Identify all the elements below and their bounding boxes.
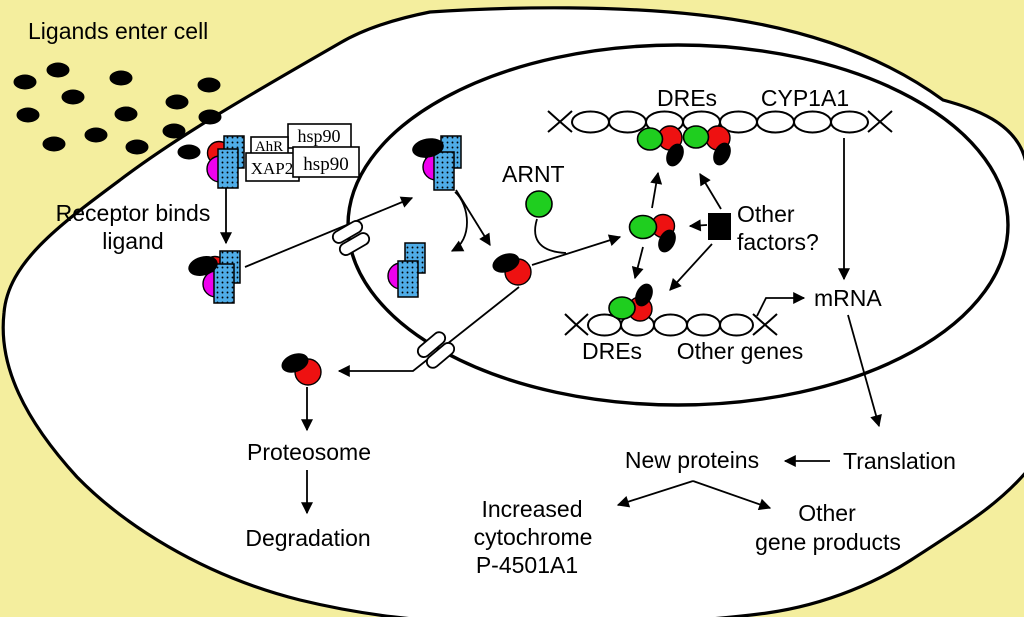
- ligand-oval: [125, 139, 149, 155]
- dres-top-label: DREs: [657, 85, 717, 111]
- ligand-oval: [16, 107, 40, 123]
- ligand-oval: [177, 144, 201, 160]
- arrow-dimer-to-dres-bottom: [631, 246, 644, 280]
- ligand-oval: [13, 74, 37, 90]
- dre-bound-complex-1: [636, 125, 684, 167]
- ligand-oval: [197, 77, 221, 93]
- arrow-to-dimer: [531, 234, 622, 266]
- ahr-arnt-dimer: [628, 213, 676, 253]
- arnt-label: ARNT: [502, 161, 565, 187]
- arrow-to-other-products: [692, 480, 772, 511]
- arrow-transcription-mrna: [756, 292, 806, 317]
- ligand-oval: [42, 136, 66, 152]
- ahr-complex-ligand-bound: [188, 250, 241, 304]
- dna-strand-other-genes: [564, 313, 778, 337]
- ahr-complex-nuclear: [412, 135, 462, 191]
- new-proteins-label: New proteins: [625, 447, 759, 473]
- ligand-oval: [61, 89, 85, 105]
- dre-bound-complex-3: [608, 283, 653, 322]
- ligand-ovals: [13, 62, 222, 160]
- ahr-ligand-exported: [281, 353, 322, 386]
- mrna-label: mRNA: [814, 285, 882, 311]
- nuclear-pore-icon: [331, 220, 371, 256]
- arrow-hsp90-release: [450, 191, 468, 252]
- hsp90-bottom-label: hsp90: [303, 154, 348, 175]
- hsp90-top-label: hsp90: [297, 126, 340, 146]
- dres-bottom-label: DREs: [582, 338, 642, 364]
- other-gene-products-line2: gene products: [755, 529, 901, 555]
- arrow-import-through-pore: [244, 196, 414, 268]
- arrow-mrna-to-translation: [847, 314, 882, 428]
- ligand-oval: [84, 127, 108, 143]
- dre-bound-complex-2: [682, 125, 731, 166]
- increased-cytochrome-line2: cytochrome: [474, 524, 593, 550]
- ligand-oval: [109, 70, 133, 86]
- hsp90-top-label-box: hsp90: [287, 123, 352, 149]
- arnt-protein: [525, 190, 553, 218]
- other-gene-products-line1: Other: [798, 500, 856, 526]
- ligands-enter-cell-label: Ligands enter cell: [28, 18, 208, 44]
- other-genes-label: Other genes: [677, 338, 804, 364]
- arrow-dimer-to-dres-top: [650, 171, 663, 209]
- ligand-oval: [114, 106, 138, 122]
- increased-cytochrome-line1: Increased: [481, 496, 582, 522]
- receptor-binds-label-line2: ligand: [102, 228, 163, 254]
- receptor-binds-label-line1: Receptor binds: [56, 200, 211, 226]
- hsp90-bottom-label-box: hsp90: [292, 146, 360, 178]
- ligand-oval: [165, 94, 189, 110]
- ahr-ligand-nuclear: [492, 253, 532, 286]
- translation-label: Translation: [843, 448, 956, 474]
- arrow-factors-to-dres-bottom: [669, 243, 713, 291]
- arrow-to-cytochrome: [616, 480, 694, 508]
- increased-cytochrome-line3: P-4501A1: [476, 552, 578, 578]
- other-factors-label-line1: Other: [737, 201, 795, 227]
- nuclear-pore-icon: [416, 331, 456, 369]
- arrow-ahr-ligand-release: [455, 189, 491, 247]
- arrow-factors-to-dimer: [688, 219, 708, 232]
- cyp1a1-label: CYP1A1: [761, 85, 849, 111]
- other-factors-label-line2: factors?: [737, 229, 819, 255]
- ligand-oval: [46, 62, 70, 78]
- ahr-label: AhR: [255, 139, 283, 155]
- arrow-factors-to-dres-top: [699, 172, 722, 210]
- arrow-export-through-pore: [337, 286, 520, 377]
- degradation-label: Degradation: [245, 525, 370, 551]
- ligand-oval: [162, 123, 186, 139]
- ahr-complex-unbound: [206, 135, 245, 189]
- arnt-join-curve: [534, 218, 567, 254]
- xap2-label: XAP2: [251, 159, 294, 178]
- proteosome-label: Proteosome: [247, 439, 371, 465]
- other-factors-square: [708, 213, 731, 240]
- xap2-label-box: XAP2: [245, 152, 300, 182]
- ligand-oval: [198, 109, 222, 125]
- chaperone-complex-released: [387, 242, 426, 298]
